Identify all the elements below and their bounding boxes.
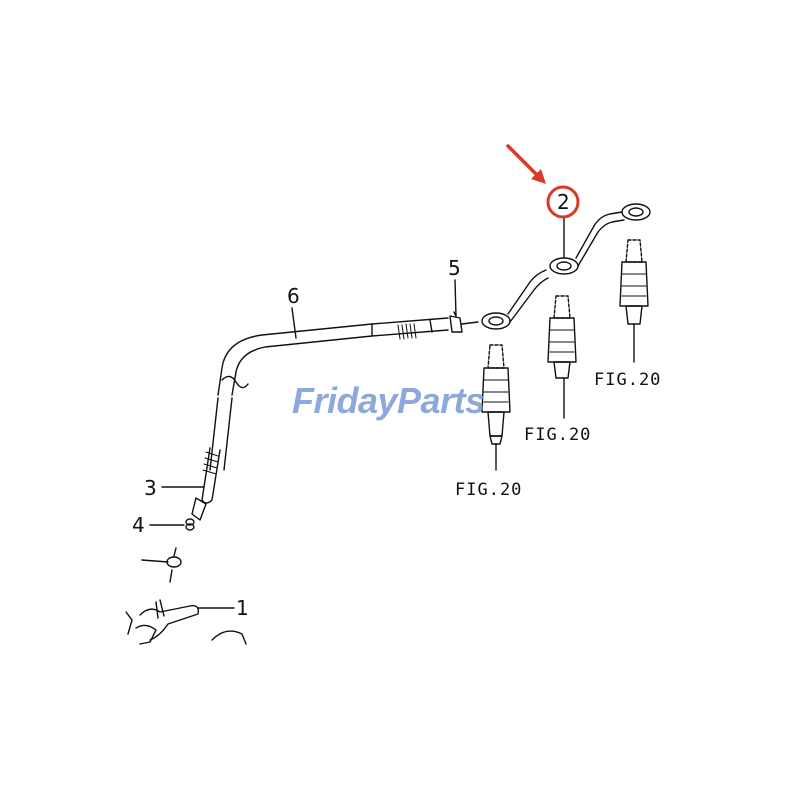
part-6-hose <box>209 317 449 471</box>
fig-ref-middle: FIG.20 <box>524 425 592 445</box>
callout-6: 6 <box>287 284 300 308</box>
part-1-pump-fragment <box>125 599 247 645</box>
part-4-washer <box>185 518 195 531</box>
fig-ref-left: FIG.20 <box>455 480 523 500</box>
part-5-clip <box>449 311 479 333</box>
highlight-arrow <box>506 144 546 184</box>
injector-right <box>619 239 649 325</box>
watermark-logo: FridayParts <box>292 380 485 422</box>
injector-left <box>481 344 511 445</box>
leader-6 <box>291 307 297 339</box>
callout-1: 1 <box>236 596 249 620</box>
watermark-right: Parts <box>397 380 485 421</box>
callout-3: 3 <box>144 476 157 500</box>
callout-2: 2 <box>557 190 570 214</box>
fig-ref-right: FIG.20 <box>594 370 662 390</box>
callout-4: 4 <box>132 513 145 537</box>
part-2-leakoff-pipe <box>481 203 651 330</box>
watermark-left: Friday <box>292 380 398 421</box>
banjo-fitting <box>141 547 182 583</box>
hose-thread-right <box>397 323 417 340</box>
highlight-circle <box>546 185 580 219</box>
callout-5: 5 <box>448 256 461 280</box>
part-3-fitting <box>191 447 221 521</box>
injector-middle <box>547 295 577 379</box>
leader-5 <box>454 279 457 317</box>
